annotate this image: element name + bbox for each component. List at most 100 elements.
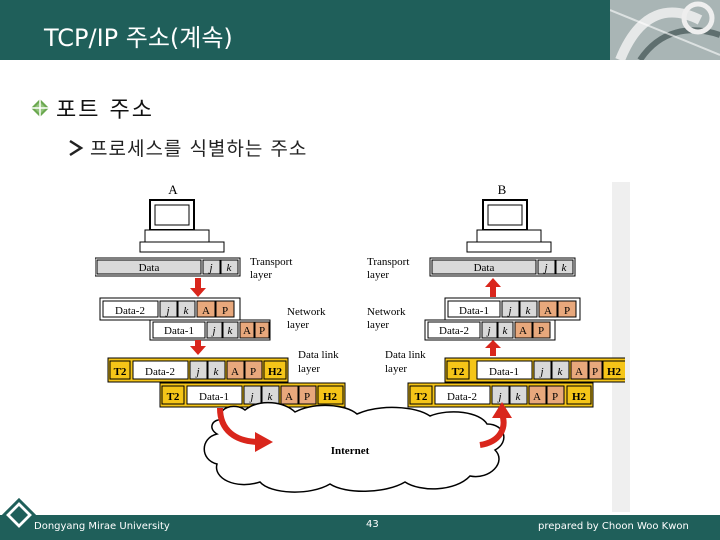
right-transport-label-2: layer bbox=[367, 269, 389, 281]
svg-text:A: A bbox=[243, 325, 251, 337]
svg-text:Data-2: Data-2 bbox=[447, 391, 477, 403]
title-bar bbox=[0, 0, 720, 60]
left-network-packet-2: Data-1 j k A P bbox=[149, 319, 271, 341]
up-arrow-1 bbox=[485, 278, 501, 297]
curved-arrow-left-head bbox=[255, 432, 273, 452]
svg-text:k: k bbox=[526, 305, 532, 317]
left-datalink-label-2: layer bbox=[298, 363, 320, 375]
svg-text:P: P bbox=[564, 305, 570, 317]
svg-text:Data-2: Data-2 bbox=[145, 366, 175, 378]
right-side-panel bbox=[612, 182, 630, 512]
svg-text:H2: H2 bbox=[572, 391, 587, 403]
svg-text:Data-1: Data-1 bbox=[489, 366, 519, 378]
svg-text:P: P bbox=[259, 325, 265, 337]
footer-diamond-logo-icon bbox=[2, 498, 36, 532]
internet-label: Internet bbox=[331, 445, 370, 457]
svg-text:Data-1: Data-1 bbox=[199, 391, 229, 403]
host-a-label: A bbox=[168, 182, 178, 197]
footer-university: Dongyang Mirae University bbox=[34, 521, 170, 532]
computer-a-icon bbox=[139, 199, 225, 253]
svg-text:T2: T2 bbox=[415, 391, 428, 403]
down-arrow-1 bbox=[190, 278, 206, 297]
footer-page-number: 43 bbox=[366, 519, 379, 530]
svg-text:Data-2: Data-2 bbox=[439, 325, 469, 337]
svg-text:Data-1: Data-1 bbox=[164, 325, 194, 337]
left-network-label-1: Network bbox=[287, 306, 326, 318]
footer-bar bbox=[0, 515, 720, 540]
svg-text:P: P bbox=[250, 366, 256, 378]
right-network-label-2: layer bbox=[367, 319, 389, 331]
svg-text:Data-1: Data-1 bbox=[459, 305, 489, 317]
svg-text:k: k bbox=[184, 305, 190, 317]
corner-decoration-image bbox=[610, 0, 720, 60]
svg-text:j: j bbox=[207, 262, 212, 274]
internet-cloud bbox=[203, 401, 505, 493]
port-address-diagram: A B Data j k Transport layer Data-2 j k bbox=[95, 182, 625, 493]
right-transport-label-1: Transport bbox=[367, 256, 409, 268]
svg-text:k: k bbox=[558, 366, 564, 378]
svg-text:A: A bbox=[285, 391, 293, 403]
svg-text:k: k bbox=[503, 325, 509, 337]
svg-text:j: j bbox=[542, 262, 547, 274]
svg-text:Data-2: Data-2 bbox=[115, 305, 145, 317]
svg-text:P: P bbox=[538, 325, 544, 337]
curved-arrow-left bbox=[217, 407, 261, 445]
svg-text:A: A bbox=[533, 391, 541, 403]
left-transport-label-2: layer bbox=[250, 269, 272, 281]
svg-text:j: j bbox=[506, 305, 511, 317]
up-arrow-2 bbox=[485, 340, 501, 356]
computer-b-icon bbox=[466, 199, 552, 253]
svg-text:P: P bbox=[222, 305, 228, 317]
svg-text:j: j bbox=[164, 305, 169, 317]
right-datalink-label-2: layer bbox=[385, 363, 407, 375]
svg-text:k: k bbox=[214, 366, 220, 378]
svg-text:P: P bbox=[592, 366, 598, 378]
diamond-bullet-icon bbox=[31, 99, 49, 117]
right-link-frame-2: T2 Data-2 j k A P H2 bbox=[407, 382, 594, 408]
svg-text:T2: T2 bbox=[167, 391, 180, 403]
left-network-packet-1: Data-2 j k A P bbox=[99, 297, 241, 321]
svg-text:A: A bbox=[231, 366, 239, 378]
right-network-label-1: Network bbox=[367, 306, 406, 318]
svg-text:k: k bbox=[228, 325, 234, 337]
right-transport-packet: Data j k bbox=[429, 257, 576, 277]
footer-author: prepared by Choon Woo Kwon bbox=[538, 521, 689, 532]
svg-text:k: k bbox=[268, 391, 274, 403]
svg-text:j: j bbox=[210, 325, 215, 337]
arrow-bullet-icon bbox=[69, 139, 84, 156]
svg-text:T2: T2 bbox=[114, 366, 127, 378]
bullet-level1: 포트 주소 bbox=[30, 92, 154, 124]
svg-text:Data: Data bbox=[474, 262, 495, 274]
svg-text:P: P bbox=[304, 391, 310, 403]
left-datalink-label-1: Data link bbox=[298, 349, 339, 361]
bullet2-text: 프로세스를 식별하는 주소 bbox=[90, 138, 308, 160]
svg-text:j: j bbox=[538, 366, 543, 378]
left-link-frame-1: T2 Data-2 j k A P H2 bbox=[107, 357, 289, 383]
svg-text:j: j bbox=[485, 325, 490, 337]
right-link-frame-1: T2 Data-1 j k A P H2 bbox=[444, 357, 625, 383]
svg-text:A: A bbox=[544, 305, 552, 317]
svg-text:k: k bbox=[562, 262, 568, 274]
right-datalink-label-1: Data link bbox=[385, 349, 426, 361]
curved-arrow-right-head bbox=[492, 402, 512, 418]
host-b-label: B bbox=[498, 182, 507, 197]
left-transport-packet: Data j k bbox=[95, 257, 241, 277]
svg-text:A: A bbox=[202, 305, 210, 317]
svg-text:k: k bbox=[516, 391, 522, 403]
left-network-label-2: layer bbox=[287, 319, 309, 331]
svg-text:A: A bbox=[519, 325, 527, 337]
bullet1-text: 포트 주소 bbox=[56, 98, 154, 123]
right-network-packet-2: Data-2 j k A P bbox=[424, 319, 556, 341]
bullet-level2: 프로세스를 식별하는 주소 bbox=[68, 134, 307, 161]
svg-text:j: j bbox=[194, 366, 199, 378]
svg-text:H2: H2 bbox=[607, 366, 622, 378]
svg-text:T2: T2 bbox=[452, 366, 465, 378]
left-transport-label-1: Transport bbox=[250, 256, 292, 268]
svg-text:H2: H2 bbox=[323, 391, 338, 403]
svg-text:P: P bbox=[552, 391, 558, 403]
svg-text:Data: Data bbox=[139, 262, 160, 274]
svg-text:k: k bbox=[227, 262, 233, 274]
down-arrow-2 bbox=[190, 340, 206, 355]
svg-text:H2: H2 bbox=[268, 366, 283, 378]
slide-title: TCP/IP 주소(계속) bbox=[44, 24, 233, 52]
